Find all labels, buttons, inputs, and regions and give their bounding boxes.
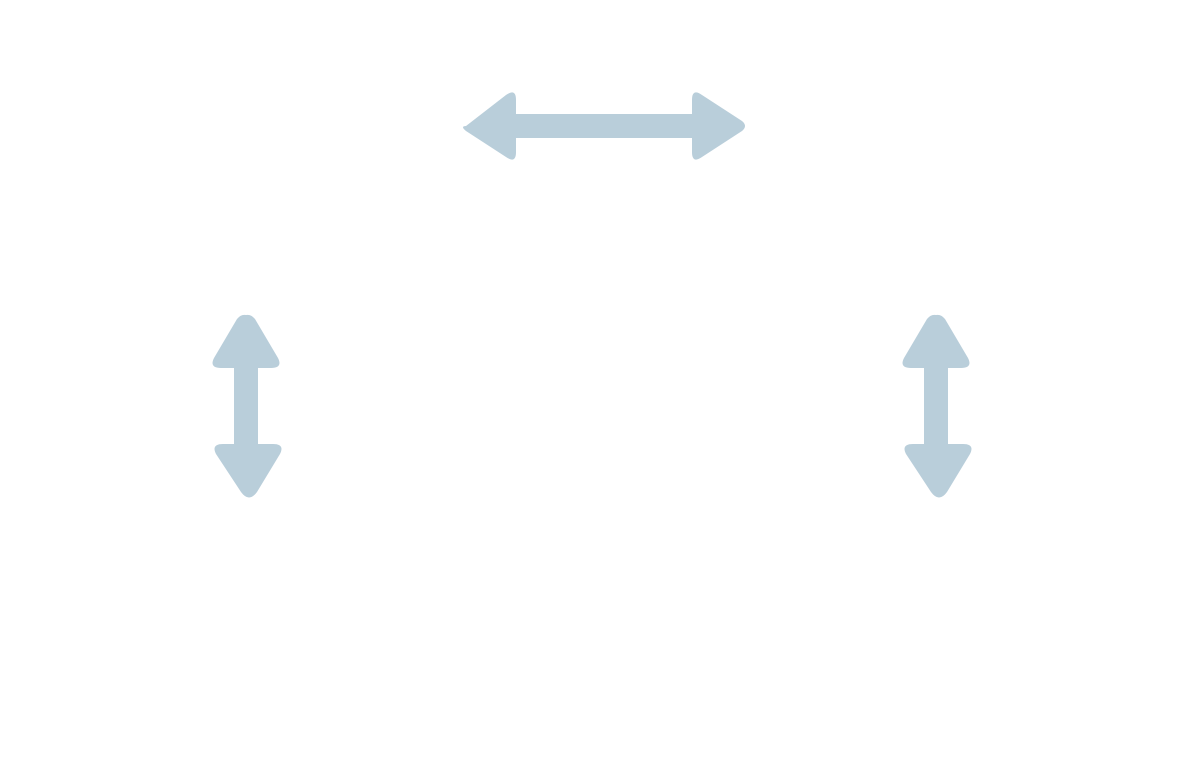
vertical-double-arrow-icon [897, 311, 975, 501]
vertical-double-arrow-icon [207, 311, 285, 501]
horizontal-double-arrow-icon [460, 88, 746, 162]
